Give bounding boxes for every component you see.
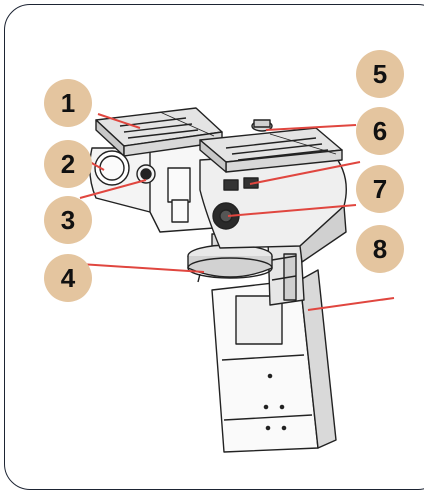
callout-badge-2: 2 — [44, 140, 92, 188]
callout-badge-4: 4 — [44, 254, 92, 302]
bracket — [267, 231, 305, 306]
callout-label: 7 — [372, 173, 388, 204]
leader-lines — [79, 113, 395, 311]
callout-badge-1: 1 — [44, 79, 92, 127]
callout-badge-5: 5 — [356, 50, 404, 98]
callout-badge-7: 7 — [356, 165, 404, 213]
callout-badge-6: 6 — [356, 107, 404, 155]
camera-housing — [89, 107, 347, 263]
callout-label: 5 — [372, 58, 388, 89]
callout-label: 1 — [60, 87, 76, 118]
callout-badge-3: 3 — [44, 196, 92, 244]
callout-label: 8 — [372, 233, 388, 264]
callout-label: 6 — [372, 115, 388, 146]
mounting-plate — [211, 269, 337, 453]
callout-label: 4 — [60, 262, 76, 293]
callout-label: 3 — [60, 204, 76, 235]
callout-label: 2 — [60, 148, 76, 179]
callout-badge-8: 8 — [356, 225, 404, 273]
